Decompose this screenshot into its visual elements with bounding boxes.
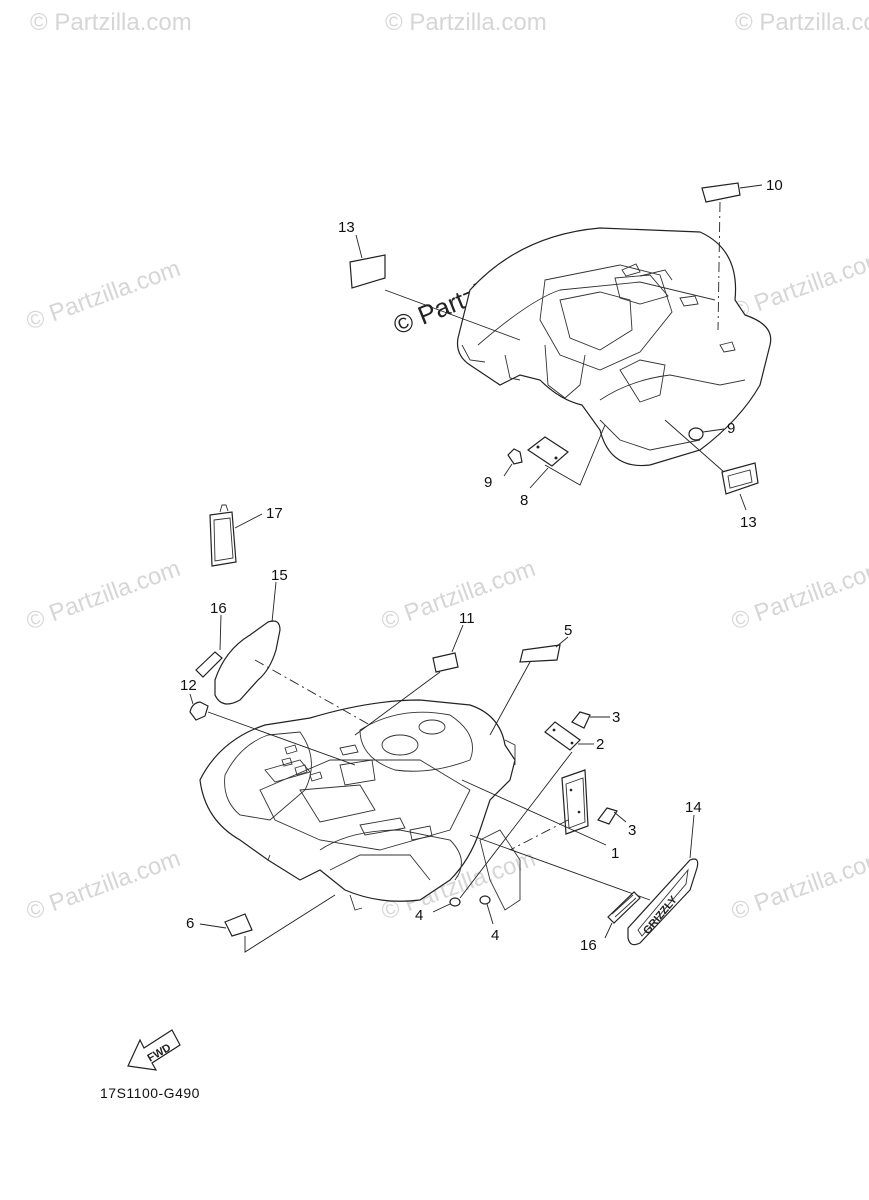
label-5	[519, 644, 561, 663]
watermark: © Partzilla.com	[23, 845, 184, 926]
fwd-arrow-icon: FWD	[127, 1029, 181, 1071]
grommet-4	[479, 895, 491, 905]
watermark: © Partzilla.com	[735, 9, 869, 36]
callout-9: 8	[520, 492, 528, 509]
callout-6: 6	[186, 915, 194, 932]
label-6	[224, 913, 253, 937]
label-7	[432, 652, 459, 673]
callout-4: 4	[415, 907, 423, 924]
watermark: © Partzilla.com	[728, 555, 869, 636]
callout-13: 13	[740, 514, 757, 531]
callout-3: 3	[612, 709, 620, 726]
emblem-grizzly-14	[627, 858, 699, 946]
label-17	[209, 511, 237, 567]
callout-4: 4	[491, 927, 499, 944]
decal-16-upper	[195, 651, 223, 678]
callout-11: 9	[727, 420, 735, 437]
callout-16: 16	[580, 937, 597, 954]
callout-8: 12	[180, 677, 197, 694]
label-13-upper	[349, 254, 386, 289]
callout-13: 13	[338, 219, 355, 236]
reflector-8	[189, 701, 209, 721]
callout-15: 15	[271, 567, 288, 584]
plate-2	[544, 721, 581, 751]
emblem-4x4	[721, 462, 759, 495]
watermark: © Partzilla.com	[728, 845, 869, 926]
rear-fender	[456, 227, 772, 467]
callout-5: 5	[564, 622, 572, 639]
rivet-10	[507, 448, 523, 465]
watermark: © Partzilla.com	[385, 9, 547, 36]
callout-1: 1	[611, 845, 619, 862]
callout-2: 2	[596, 736, 604, 753]
plate-9	[526, 436, 569, 467]
callout-16: 16	[210, 600, 227, 617]
grommet-11	[688, 427, 704, 441]
watermark: © Partzilla.com	[23, 555, 184, 636]
callout-10: 9	[484, 474, 492, 491]
label-12	[701, 182, 741, 203]
front-fender	[199, 699, 521, 911]
decal-16-lower	[607, 891, 641, 924]
diagram-code: 17S1100-G490	[100, 1085, 200, 1101]
decal-15	[214, 620, 281, 705]
rivet-3-lower	[597, 807, 618, 825]
watermark: © Partzilla.com	[728, 245, 869, 326]
callout-17: 17	[266, 505, 283, 522]
callout-7: 11	[459, 610, 475, 627]
rivet-3-upper	[571, 711, 591, 729]
watermark: © Partzilla.com	[23, 255, 184, 336]
callout-3: 3	[628, 822, 636, 839]
callout-14: 14	[685, 799, 702, 816]
callout-12: 10	[766, 177, 783, 194]
grommet-4	[449, 897, 461, 907]
watermark: © Partzilla.com	[30, 9, 192, 36]
